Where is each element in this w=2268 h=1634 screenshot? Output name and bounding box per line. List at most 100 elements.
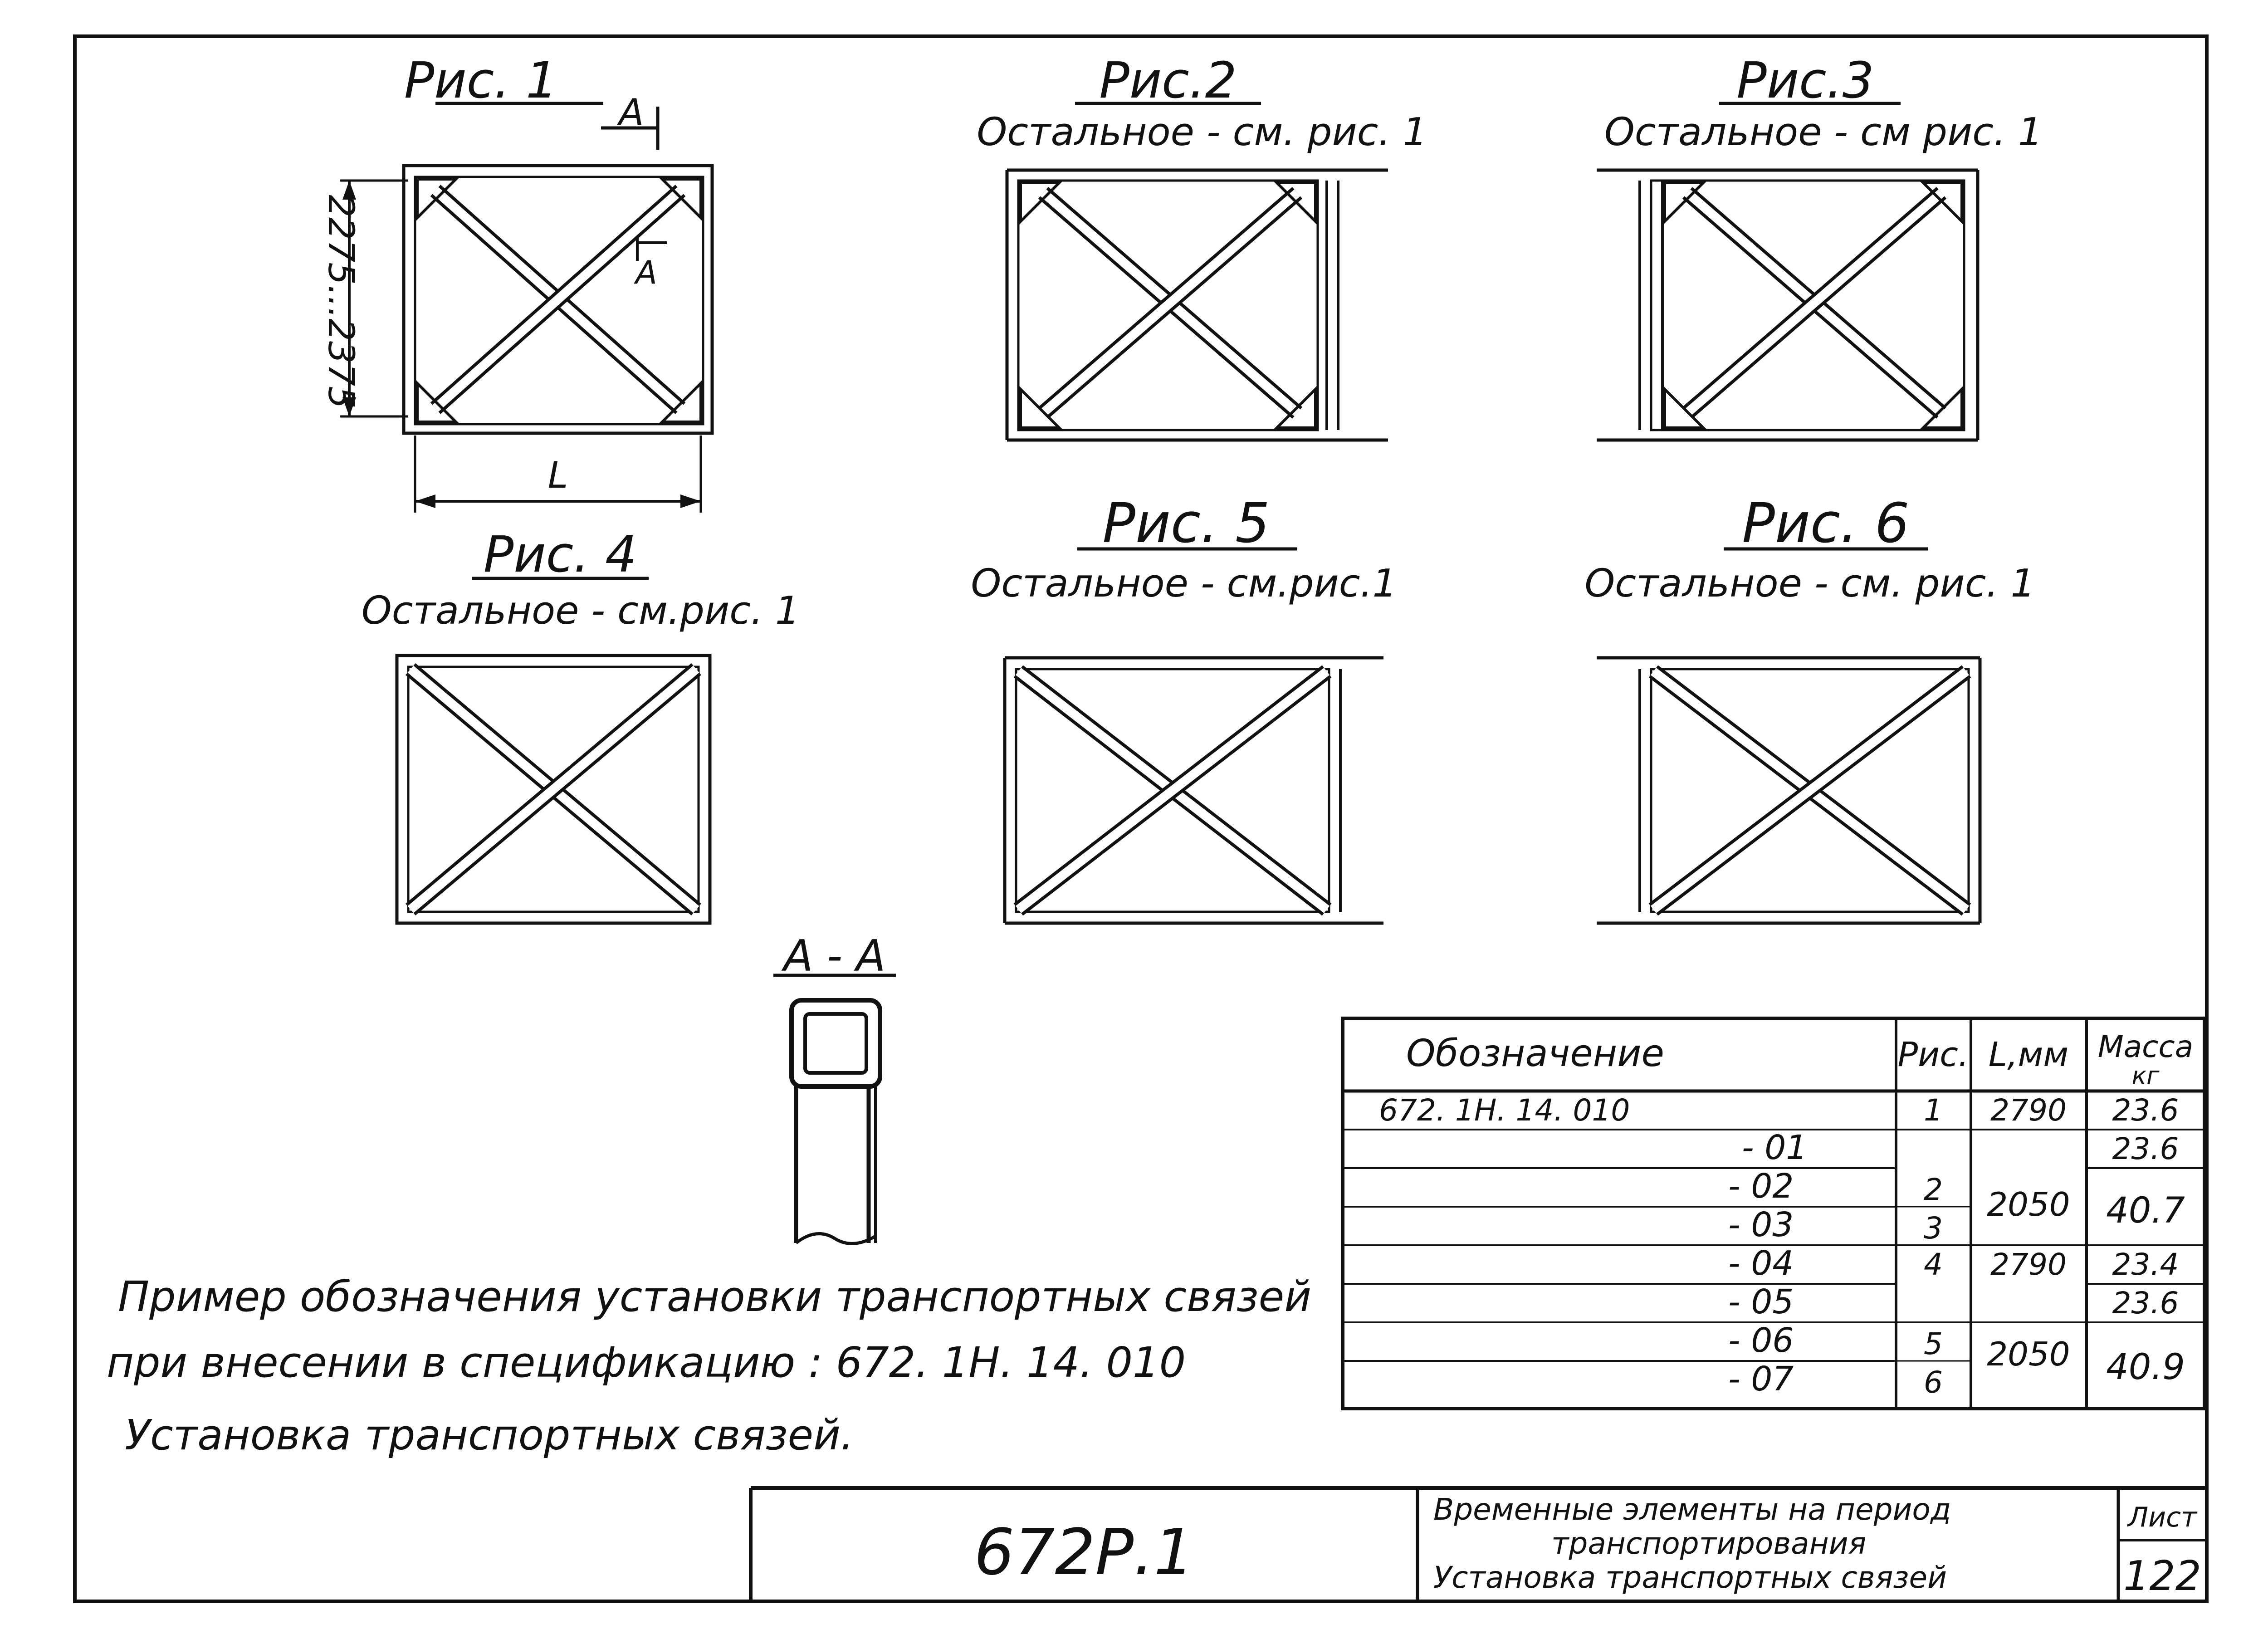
- sheet-label: Лист: [2127, 1502, 2198, 1533]
- row-mass: 23.6: [2112, 1093, 2179, 1128]
- dim-arrow: [342, 397, 356, 416]
- figure-1-gusset: [659, 178, 702, 221]
- figure-3-gusset: [1920, 386, 1963, 429]
- sheet-number: 122: [2123, 1552, 2201, 1600]
- note-line-2: при внесении в спецификацию : 672. 1Н. 1…: [107, 1338, 1186, 1387]
- figure-3-frame-inner: [1650, 179, 1965, 431]
- figure-3-title: Рис.3: [1736, 51, 1874, 109]
- table-header-fig: Рис.: [1898, 1035, 1969, 1074]
- row-designation: - 01: [1742, 1128, 1807, 1167]
- section-a-a: А - А: [773, 931, 896, 1245]
- figure-2-gusset: [1019, 386, 1063, 429]
- section-break-line: [795, 1232, 876, 1245]
- table-header-mass: Масса: [2098, 1029, 2193, 1064]
- figure-3-subtitle: Остальное - см рис. 1: [1604, 110, 2043, 155]
- document-title-line-2: транспортирования: [1551, 1526, 1866, 1561]
- figure-5: Рис. 5 Остальное - см.рис.1: [971, 492, 1397, 925]
- table-border: [1341, 1017, 2206, 1410]
- table-header-designation: Обозначение: [1406, 1032, 1664, 1075]
- figure-1-gusset: [659, 380, 702, 423]
- row-length: 2050: [1987, 1185, 2070, 1223]
- row-fig: 2: [1924, 1172, 1943, 1207]
- document-code: 672Р.1: [974, 1516, 1194, 1590]
- figure-3-gusset: [1920, 181, 1963, 225]
- row-mass: 23.6: [2112, 1131, 2179, 1166]
- figure-2: Рис.2 Остальное - см. рис. 1: [977, 51, 1427, 442]
- figure-3-gusset: [1663, 386, 1707, 429]
- figure-2-gusset: [1273, 181, 1317, 225]
- row-designation: - 07: [1728, 1360, 1794, 1399]
- figure-4-subtitle: Остальное - см.рис. 1: [362, 588, 800, 633]
- table-row: - 06 5 2050 40.9: [1728, 1321, 2185, 1388]
- figure-1-length-dimension: L: [548, 454, 568, 496]
- figure-5-title: Рис. 5: [1103, 492, 1270, 555]
- row-fig: 1: [1924, 1093, 1943, 1128]
- row-designation: - 05: [1728, 1282, 1794, 1321]
- row-fig: 4: [1924, 1247, 1943, 1282]
- row-designation: - 02: [1728, 1167, 1794, 1206]
- document-title-line-3: Установка транспортных связей: [1433, 1560, 1947, 1595]
- dim-arrow: [342, 181, 356, 200]
- row-length: 2050: [1987, 1335, 2070, 1373]
- table-row: - 05 23.6: [1728, 1282, 2179, 1321]
- row-designation: - 03: [1728, 1205, 1794, 1244]
- figure-2-title: Рис.2: [1099, 51, 1237, 109]
- figure-4-title: Рис. 4: [484, 525, 637, 583]
- table-row: - 01 23.6: [1742, 1128, 2179, 1167]
- table-row: - 03 3: [1728, 1205, 1943, 1246]
- figure-2-frame-inner: [1017, 179, 1319, 431]
- specification-table: Обозначение Рис. L,мм Масса кг 672. 1Н. …: [1341, 1017, 2206, 1410]
- section-title: А - А: [781, 931, 886, 981]
- figure-5-subtitle: Остальное - см.рис.1: [971, 561, 1397, 606]
- figure-1-height-dimension: 2275...2375: [320, 195, 361, 408]
- section-mark-label-top: А: [617, 91, 644, 133]
- table-row: - 07 6: [1728, 1360, 1943, 1400]
- figure-1-frame-outer: [402, 164, 714, 435]
- table-row: - 02 2 2050 40.7: [1728, 1167, 2185, 1231]
- row-designation: 672. 1Н. 14. 010: [1379, 1093, 1630, 1128]
- figure-6-title: Рис. 6: [1742, 492, 1910, 555]
- figure-6: Рис. 6 Остальное - см. рис. 1: [1584, 492, 2035, 925]
- figure-2-gusset: [1019, 181, 1063, 225]
- figure-2-subtitle: Остальное - см. рис. 1: [977, 110, 1427, 155]
- figure-4-frame-outer: [395, 654, 712, 925]
- note-line-3: Установка транспортных связей.: [125, 1411, 854, 1459]
- figure-4-frame-inner: [407, 665, 700, 913]
- figure-3-gusset: [1663, 181, 1707, 225]
- row-mass: 23.4: [2112, 1247, 2179, 1282]
- table-header-length: L,мм: [1989, 1035, 2068, 1074]
- figure-1: Рис. 1 А А 2275...2375 L: [320, 51, 714, 513]
- row-mass: 40.9: [2106, 1347, 2185, 1388]
- note-line-1: Пример обозначения установки транспортны…: [118, 1272, 1311, 1321]
- dim-arrow: [415, 494, 435, 508]
- figure-1-gusset: [416, 380, 459, 423]
- table-row: 672. 1Н. 14. 010 1 2790 23.6: [1379, 1093, 2179, 1128]
- row-fig: 3: [1924, 1211, 1943, 1246]
- figure-1-frame-inner: [414, 176, 704, 426]
- dim-arrow: [680, 494, 701, 508]
- sheet-frame: [73, 34, 2209, 1603]
- row-length: 2790: [1990, 1093, 2067, 1128]
- figure-5-frame-inner: [1015, 668, 1330, 913]
- title-block: 672Р.1 Временные элементы на период тран…: [749, 1486, 2207, 1601]
- figure-2-gusset: [1273, 386, 1317, 429]
- row-fig: 6: [1924, 1365, 1943, 1400]
- figure-4: Рис. 4 Остальное - см.рис. 1: [362, 525, 800, 925]
- figure-3: Рис.3 Остальное - см рис. 1: [1597, 51, 2043, 442]
- section-mark-label-brace: А: [634, 254, 657, 291]
- figure-6-frame-inner: [1650, 668, 1970, 913]
- figure-1-gusset: [416, 178, 459, 221]
- table-row: - 04 4 2790 23.4: [1728, 1244, 2179, 1283]
- row-fig: 5: [1924, 1326, 1943, 1361]
- figure-1-title: Рис. 1: [404, 51, 557, 109]
- row-mass: 40.7: [2106, 1190, 2185, 1231]
- document-title-line-1: Временные элементы на период: [1433, 1492, 1951, 1527]
- row-designation: - 06: [1728, 1321, 1794, 1360]
- section-tube-outer: [789, 998, 882, 1089]
- specification-note: Пример обозначения установки транспортны…: [107, 1272, 1311, 1459]
- row-designation: - 04: [1728, 1244, 1794, 1283]
- row-mass: 23.6: [2112, 1286, 2179, 1321]
- table-header-mass-unit: кг: [2132, 1062, 2160, 1090]
- section-tube-inner: [803, 1012, 868, 1075]
